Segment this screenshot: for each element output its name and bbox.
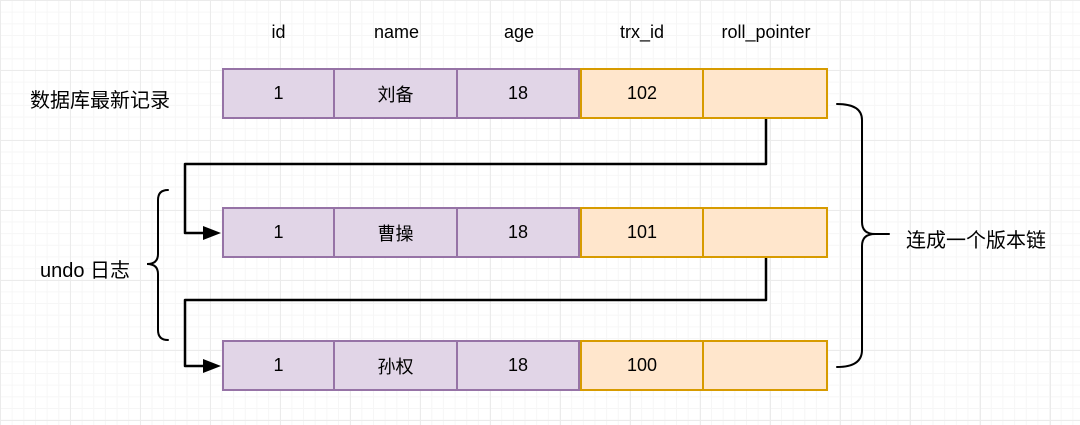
cell-trx-id: 100 [580, 340, 704, 391]
version-chain-brace [836, 103, 876, 368]
latest-record-label: 数据库最新记录 [30, 90, 170, 112]
arrowhead-icon [203, 359, 221, 373]
cell-id: 1 [222, 340, 335, 391]
cell-roll-pointer [702, 68, 828, 119]
cell-age: 18 [456, 207, 580, 258]
col-header-name: name [373, 22, 420, 42]
cell-trx-id: 101 [580, 207, 704, 258]
arrowhead-icon [203, 226, 221, 240]
col-header-age: age [503, 22, 535, 42]
version-chain-label: 连成一个版本链 [906, 230, 1046, 252]
undo-log-brace [146, 189, 169, 341]
col-header-trx-id: trx_id [619, 22, 664, 42]
cell-roll-pointer [702, 207, 828, 258]
cell-id: 1 [222, 68, 335, 119]
col-header-roll-pointer: roll_pointer [721, 22, 811, 42]
table-row-latest: 1 刘备 18 102 [222, 68, 828, 119]
cell-roll-pointer [702, 340, 828, 391]
col-header-id: id [271, 22, 286, 42]
cell-name: 曹操 [333, 207, 458, 258]
cell-name: 刘备 [333, 68, 458, 119]
table-row-undo-2: 1 孙权 18 100 [222, 340, 828, 391]
cell-id: 1 [222, 207, 335, 258]
cell-age: 18 [456, 340, 580, 391]
cell-age: 18 [456, 68, 580, 119]
cell-trx-id: 102 [580, 68, 704, 119]
column-headers: id name age trx_id roll_pointer [222, 22, 828, 43]
table-row-undo-1: 1 曹操 18 101 [222, 207, 828, 258]
cell-name: 孙权 [333, 340, 458, 391]
undo-log-label: undo 日志 [39, 260, 131, 282]
